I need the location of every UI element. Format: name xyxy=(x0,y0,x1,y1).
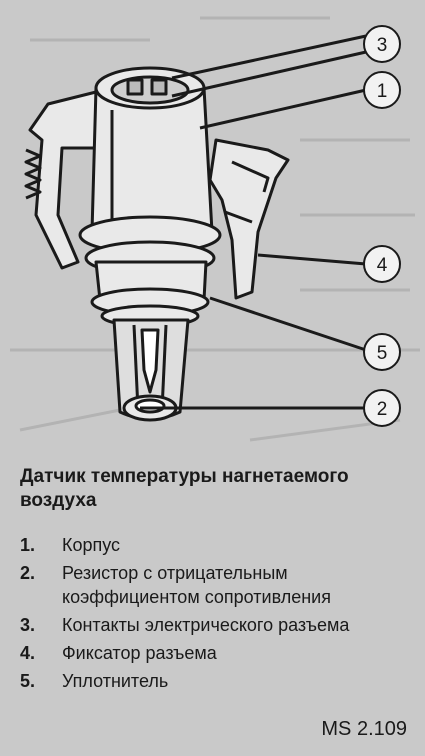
leader-lines xyxy=(140,34,367,410)
legend-item: 1. Корпус xyxy=(20,533,420,557)
figure-caption: Датчик температуры нагнетаемого воздуха xyxy=(20,466,349,511)
svg-text:4: 4 xyxy=(377,255,388,276)
legend-number: 4. xyxy=(20,643,36,663)
legend-item: 5. Уплотнитель xyxy=(20,669,420,693)
leader-4 xyxy=(257,253,367,266)
legend-item: 3. Контакты электрического разъема xyxy=(20,613,420,637)
leader-3b xyxy=(171,50,367,98)
callout-1: 1 xyxy=(363,71,401,109)
callout-4: 4 xyxy=(363,245,401,283)
legend-item: 2. Резистор с отрицательным коэффициенто… xyxy=(20,561,420,609)
legend-list: 1. Корпус 2. Резистор с отрицательным ко… xyxy=(20,533,420,697)
right-clip xyxy=(208,138,290,300)
leader-1 xyxy=(199,88,367,130)
leader-5 xyxy=(209,296,367,352)
leader-3a xyxy=(171,34,367,80)
legend-text: Корпус xyxy=(62,535,121,555)
spring xyxy=(24,148,42,200)
background-texture xyxy=(10,16,420,442)
legend-text: Контакты электрического разъема xyxy=(62,615,350,635)
figure-code: MS 2.109 xyxy=(321,718,407,740)
legend-number: 5. xyxy=(20,671,36,691)
legend-item: 4. Фиксатор разъема xyxy=(20,641,420,665)
legend-number: 3. xyxy=(20,615,36,635)
resistor xyxy=(140,328,160,394)
legend-text: Фиксатор разъема xyxy=(62,643,217,663)
legend-text: Резистор с отрицательным коэффициентом с… xyxy=(62,563,331,607)
sensor-illustration: 3 1 4 5 2 xyxy=(10,16,420,442)
callouts: 3 1 4 5 2 xyxy=(363,25,401,427)
callout-5: 5 xyxy=(363,333,401,371)
svg-text:1: 1 xyxy=(377,81,388,102)
sensor-body xyxy=(24,66,290,422)
callout-3: 3 xyxy=(363,25,401,63)
svg-text:3: 3 xyxy=(377,35,388,56)
callout-2: 2 xyxy=(363,389,401,427)
legend-number: 1. xyxy=(20,535,36,555)
svg-text:5: 5 xyxy=(377,343,388,364)
legend-number: 2. xyxy=(20,563,36,583)
legend-text: Уплотнитель xyxy=(62,671,169,691)
svg-text:2: 2 xyxy=(377,399,388,420)
